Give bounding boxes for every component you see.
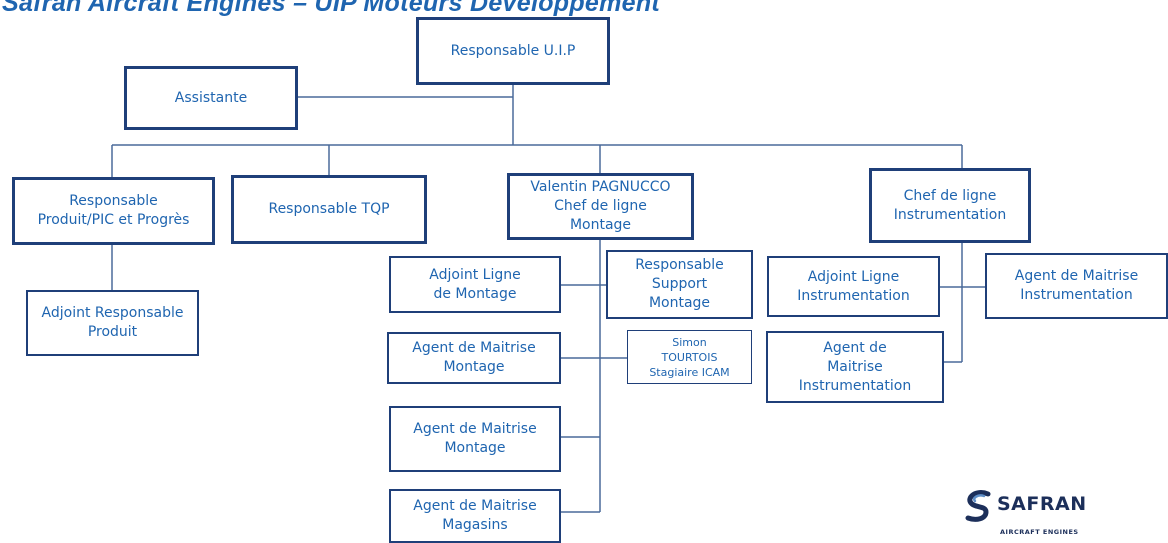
box-assistante: Assistante (124, 66, 298, 130)
box-responsable-produit: Responsable Produit/PIC et Progrès (12, 177, 215, 245)
box-agent-maitrise-instrumentation-right: Agent de Maitrise Instrumentation (985, 253, 1168, 319)
logo-wordmark: SAFRAN (997, 493, 1087, 515)
box-adjoint-ligne-montage: Adjoint Ligne de Montage (389, 256, 561, 313)
box-pagnucco: Valentin PAGNUCCO Chef de ligne Montage (507, 173, 694, 240)
box-agent-maitrise-montage-1: Agent de Maitrise Montage (387, 332, 561, 384)
box-responsable-tqp: Responsable TQP (231, 175, 427, 244)
page-title: Safran Aircraft Engines – UIP Moteurs Dé… (2, 0, 661, 17)
logo-subtitle: AIRCRAFT ENGINES (1000, 528, 1079, 536)
safran-logo: SAFRAN AIRCRAFT ENGINES (960, 488, 1110, 543)
box-responsable-uip: Responsable U.I.P (416, 17, 610, 85)
box-responsable-support: Responsable Support Montage (606, 250, 753, 319)
box-chef-instrumentation: Chef de ligne Instrumentation (869, 168, 1031, 243)
box-simon-tourtois: Simon TOURTOIS Stagiaire ICAM (627, 330, 752, 384)
box-agent-maitrise-instrumentation-below: Agent de Maitrise Instrumentation (766, 331, 944, 403)
box-agent-maitrise-montage-2: Agent de Maitrise Montage (389, 406, 561, 472)
box-agent-maitrise-magasins: Agent de Maitrise Magasins (389, 489, 561, 543)
box-adjoint-responsable-produit: Adjoint Responsable Produit (26, 290, 199, 356)
box-adjoint-ligne-instrumentation: Adjoint Ligne Instrumentation (767, 256, 940, 317)
safran-emblem-icon (965, 490, 991, 522)
